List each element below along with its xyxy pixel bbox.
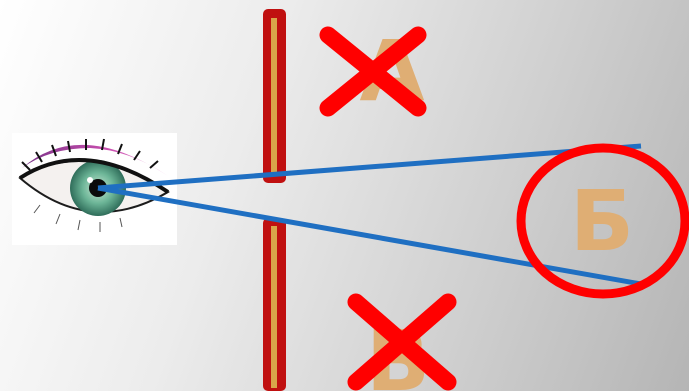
sight-line-upper <box>98 146 641 188</box>
sight-line-lower <box>98 188 641 284</box>
letter-b: Б <box>570 172 634 270</box>
eye-icon <box>12 133 177 245</box>
sight-lines <box>98 146 641 284</box>
barrier <box>263 9 286 391</box>
